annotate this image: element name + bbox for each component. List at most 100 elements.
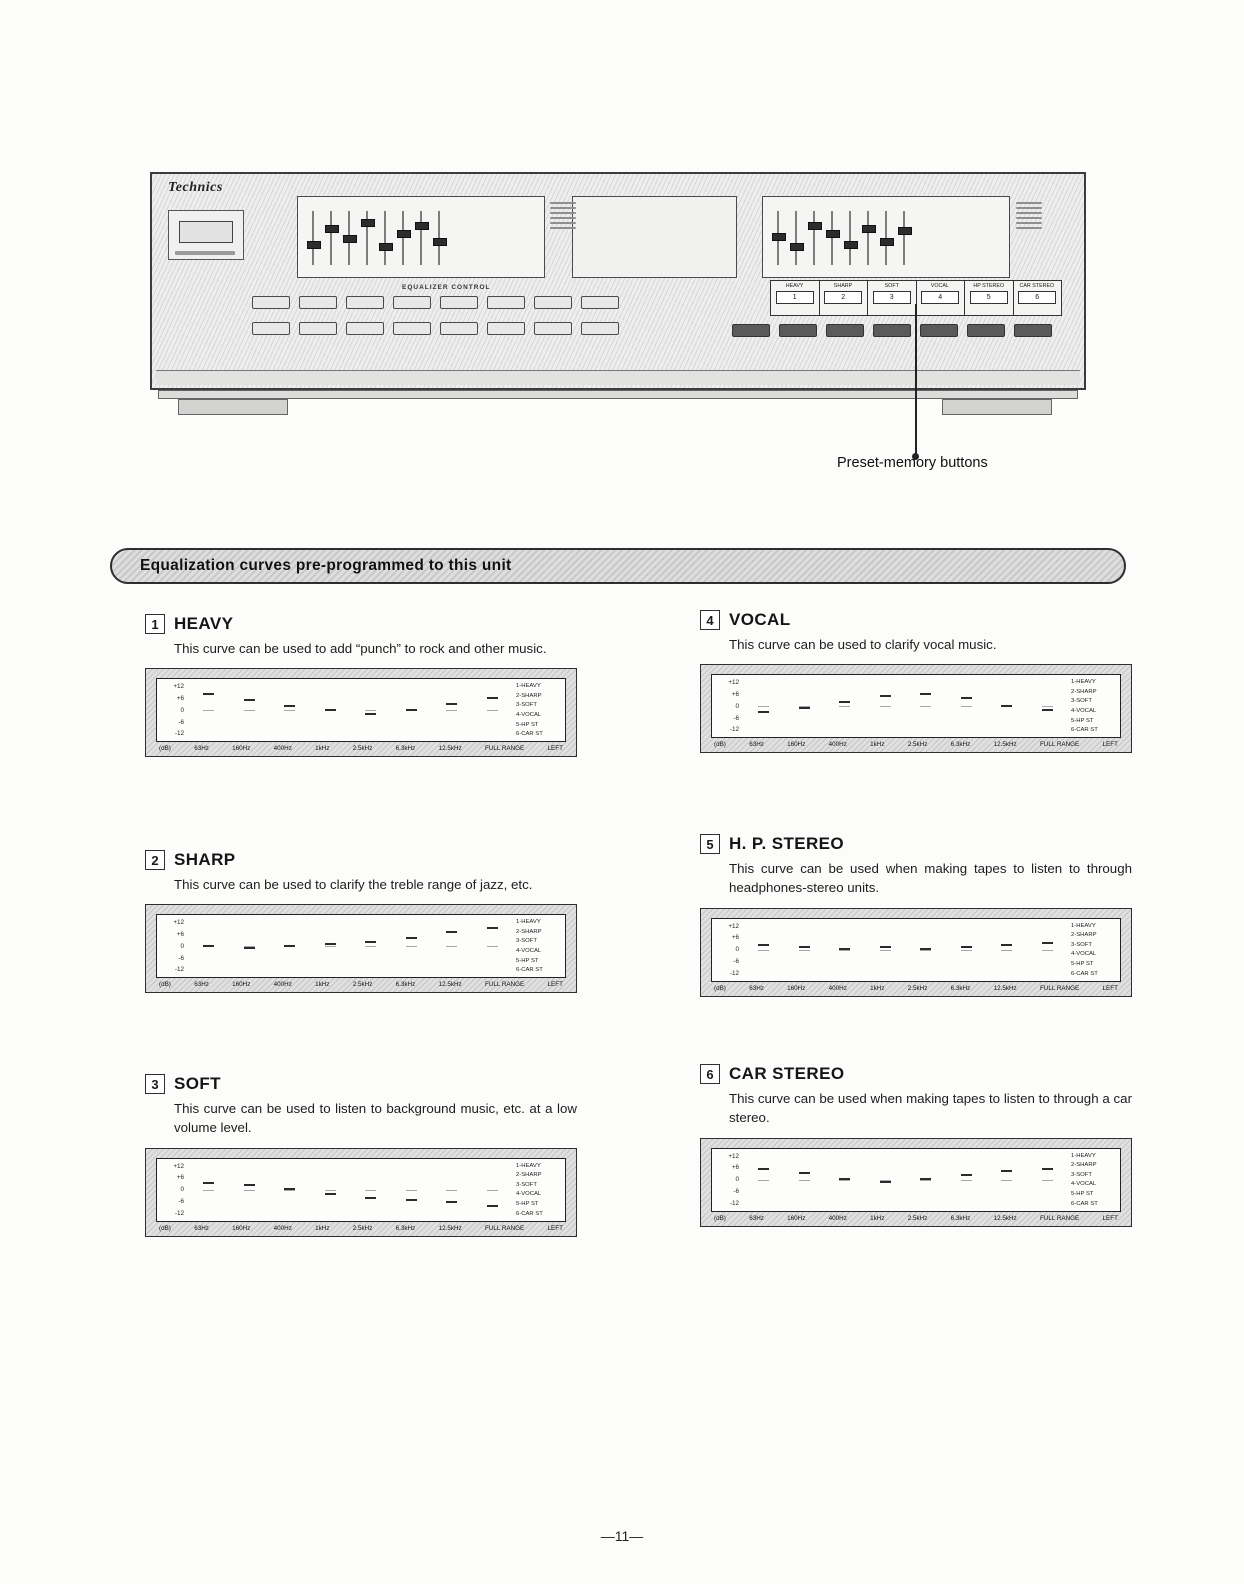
slider-glyph — [343, 211, 357, 265]
power-label-smudge — [175, 251, 235, 255]
section-number: 4 — [700, 610, 720, 630]
section-number: 1 — [145, 614, 165, 634]
preset-memory-button: 5 — [969, 291, 1008, 304]
panel-button-glyph — [873, 324, 911, 337]
section-soft: 3 SOFT This curve can be used to listen … — [145, 1074, 577, 1237]
power-section — [168, 210, 244, 260]
section-car-stereo: 6 CAR STEREO This curve can be used when… — [700, 1064, 1132, 1227]
panel-button-glyph — [581, 296, 619, 309]
callout-pointer-line — [912, 304, 919, 460]
panel-button-glyph — [252, 322, 290, 335]
right-slider-bank — [763, 197, 1009, 271]
section-vocal: 4 VOCAL This curve can be used to clarif… — [700, 610, 1132, 754]
button-row-upper-left — [252, 296, 619, 309]
preset-memory-button: 2 — [824, 291, 863, 304]
section-number: 3 — [145, 1074, 165, 1094]
section-title: SOFT — [174, 1074, 221, 1093]
section-description: This curve can be used to add “punch” to… — [174, 641, 547, 656]
eq-band-segments — [189, 1163, 513, 1217]
preset-header-label: CAR STEREO — [1019, 283, 1055, 289]
preset-header-label: SOFT — [884, 283, 899, 289]
eq-band-segments — [744, 1153, 1068, 1207]
device-foot-left — [178, 399, 288, 415]
brand-logo: Technics — [168, 180, 223, 195]
slider-glyph — [325, 211, 339, 265]
panel-button-glyph — [393, 296, 431, 309]
page-number: —11— — [600, 1528, 644, 1544]
panel-button-glyph — [440, 296, 478, 309]
slider-glyph — [415, 211, 429, 265]
panel-button-glyph — [534, 296, 572, 309]
section-title: H. P. STEREO — [729, 834, 845, 853]
preset-column: CAR STEREO 6 — [1012, 281, 1062, 315]
preset-memory-callout: Preset-memory buttons — [837, 455, 988, 471]
slider-glyph — [898, 211, 912, 265]
panel-button-glyph — [346, 322, 384, 335]
panel-button-glyph — [581, 322, 619, 335]
banner-title: Equalization curves pre-programmed to th… — [140, 557, 512, 574]
panel-button-glyph — [299, 296, 337, 309]
section-description: This curve can be used to listen to back… — [174, 1101, 577, 1136]
panel-button-glyph — [299, 322, 337, 335]
section-number: 5 — [700, 834, 720, 854]
eq-band-segments — [744, 923, 1068, 977]
panel-button-glyph — [346, 296, 384, 309]
section-description: This curve can be used to clarify the tr… — [174, 877, 533, 892]
left-slider-bank — [298, 197, 544, 271]
slider-glyph — [433, 211, 447, 265]
slider-glyph — [844, 211, 858, 265]
slider-glyph — [862, 211, 876, 265]
section-heavy: 1 HEAVY This curve can be used to add “p… — [145, 614, 577, 758]
preset-header-label: HP STEREO — [973, 283, 1005, 289]
eq-band-segments — [189, 683, 513, 737]
slider-glyph — [826, 211, 840, 265]
slider-glyph — [808, 211, 822, 265]
section-description: This curve can be used to clarify vocal … — [729, 637, 997, 652]
panel-button-glyph — [1014, 324, 1052, 337]
middle-panel — [572, 196, 737, 278]
preset-memory-button: 6 — [1018, 291, 1057, 304]
slider-glyph — [790, 211, 804, 265]
preset-header-label: VOCAL — [931, 283, 950, 289]
section-hp-stereo: 5 H. P. STEREO This curve can be used wh… — [700, 834, 1132, 997]
slider-glyph — [307, 211, 321, 265]
eq-band-segments — [189, 919, 513, 973]
section-description: This curve can be used when making tapes… — [729, 1091, 1132, 1126]
preset-column: SOFT 3 — [867, 281, 916, 315]
section-sharp: 2 SHARP This curve can be used to clarif… — [145, 850, 577, 994]
left-display-window — [297, 196, 545, 278]
slider-glyph — [379, 211, 393, 265]
slider-glyph — [772, 211, 786, 265]
panel-button-glyph — [487, 322, 525, 335]
section-title: SHARP — [174, 850, 236, 869]
device-foot-right — [942, 399, 1052, 415]
preset-memory-button: 3 — [872, 291, 911, 304]
section-title: CAR STEREO — [729, 1064, 845, 1083]
preset-column: HP STEREO 5 — [964, 281, 1013, 315]
button-row-lower-right — [732, 324, 1052, 337]
slider-glyph — [361, 211, 375, 265]
panel-button-glyph — [534, 322, 572, 335]
panel-button-glyph — [920, 324, 958, 337]
